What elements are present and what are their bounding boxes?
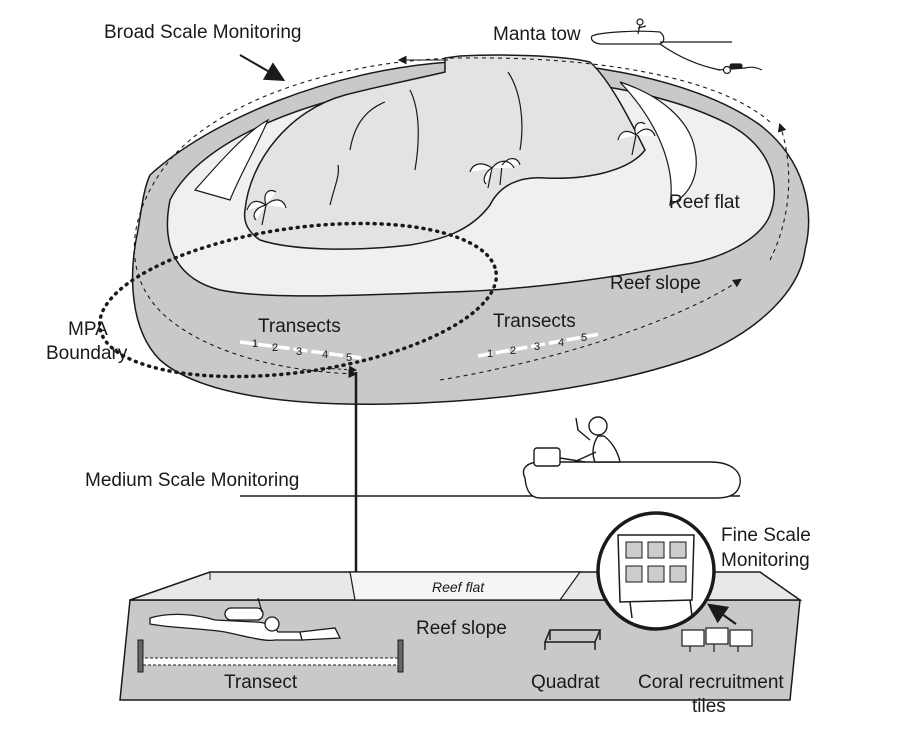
transects-label-right: Transects xyxy=(493,311,576,332)
transect-tape xyxy=(137,639,404,673)
fine-scale-label: Fine Scale xyxy=(721,525,811,546)
transect-number: 3 xyxy=(534,341,540,353)
island-contour xyxy=(329,164,340,206)
monitoring-label: Monitoring xyxy=(721,550,810,571)
broad-scale-label: Broad Scale Monitoring xyxy=(104,22,302,43)
palm-tree-icon xyxy=(246,189,287,226)
scuba-diver-icon xyxy=(149,597,342,642)
mpa-label: MPA xyxy=(68,319,108,340)
broad-scale-dashed-route xyxy=(133,57,771,379)
transect-number: 3 xyxy=(296,346,302,358)
manta-tow-boat xyxy=(590,18,732,71)
coral-recruitment-tiles-icon xyxy=(681,627,753,652)
broad-scale-arrow xyxy=(239,54,286,81)
palm-tree-icon xyxy=(617,121,656,156)
transect-line-right xyxy=(477,332,601,358)
fine-scale-magnifier xyxy=(596,511,716,631)
transects-label-left: Transects xyxy=(258,316,341,337)
transect-number: 1 xyxy=(252,338,258,350)
transect-number: 4 xyxy=(322,349,328,361)
broad-scale-dashed-route-right xyxy=(439,278,742,381)
reef-island-illustration xyxy=(97,54,810,405)
quadrat-label: Quadrat xyxy=(531,672,600,693)
reef-ridge xyxy=(193,118,270,201)
magnifier-arrow xyxy=(707,603,737,625)
reef-slope-bottom-label: Reef slope xyxy=(416,618,507,639)
mpa-boundary xyxy=(97,221,499,379)
medium-scale-boat xyxy=(240,416,741,499)
transect-number: 2 xyxy=(272,342,278,354)
transect-number: 2 xyxy=(510,345,516,357)
transect-number: 1 xyxy=(487,348,493,360)
towed-diver-icon xyxy=(717,63,763,75)
reef-flat-bottom-label: Reef flat xyxy=(432,579,485,595)
island-landmass xyxy=(243,54,646,250)
boundary-label: Boundary xyxy=(46,343,128,364)
island-contour xyxy=(507,71,523,151)
transect-numbers-left: 1 2 3 4 5 xyxy=(252,338,352,364)
island-contour xyxy=(349,101,386,151)
reef-slope-label: Reef slope xyxy=(610,273,701,294)
reef-flat-strip xyxy=(349,571,582,601)
manta-tow-label: Manta tow xyxy=(493,24,581,45)
transect-label: Transect xyxy=(224,672,298,693)
reef-flat-label: Reef flat xyxy=(669,192,740,213)
coral-recruitment-label: Coral recruitment xyxy=(638,672,784,693)
transect-numbers-right: 1 2 3 4 5 xyxy=(487,332,587,360)
island-contour xyxy=(409,89,419,171)
transect-number: 4 xyxy=(558,337,564,349)
broad-scale-dashed-route-east xyxy=(769,122,790,261)
reef-ridge xyxy=(619,81,697,207)
quadrat-icon xyxy=(543,629,602,650)
transect-line-left xyxy=(239,340,363,360)
medium-scale-label: Medium Scale Monitoring xyxy=(85,470,299,491)
transect-number: 5 xyxy=(581,332,587,344)
tiles-label: tiles xyxy=(692,696,726,717)
palm-tree-icon xyxy=(469,158,521,189)
transect-number: 5 xyxy=(346,352,352,364)
